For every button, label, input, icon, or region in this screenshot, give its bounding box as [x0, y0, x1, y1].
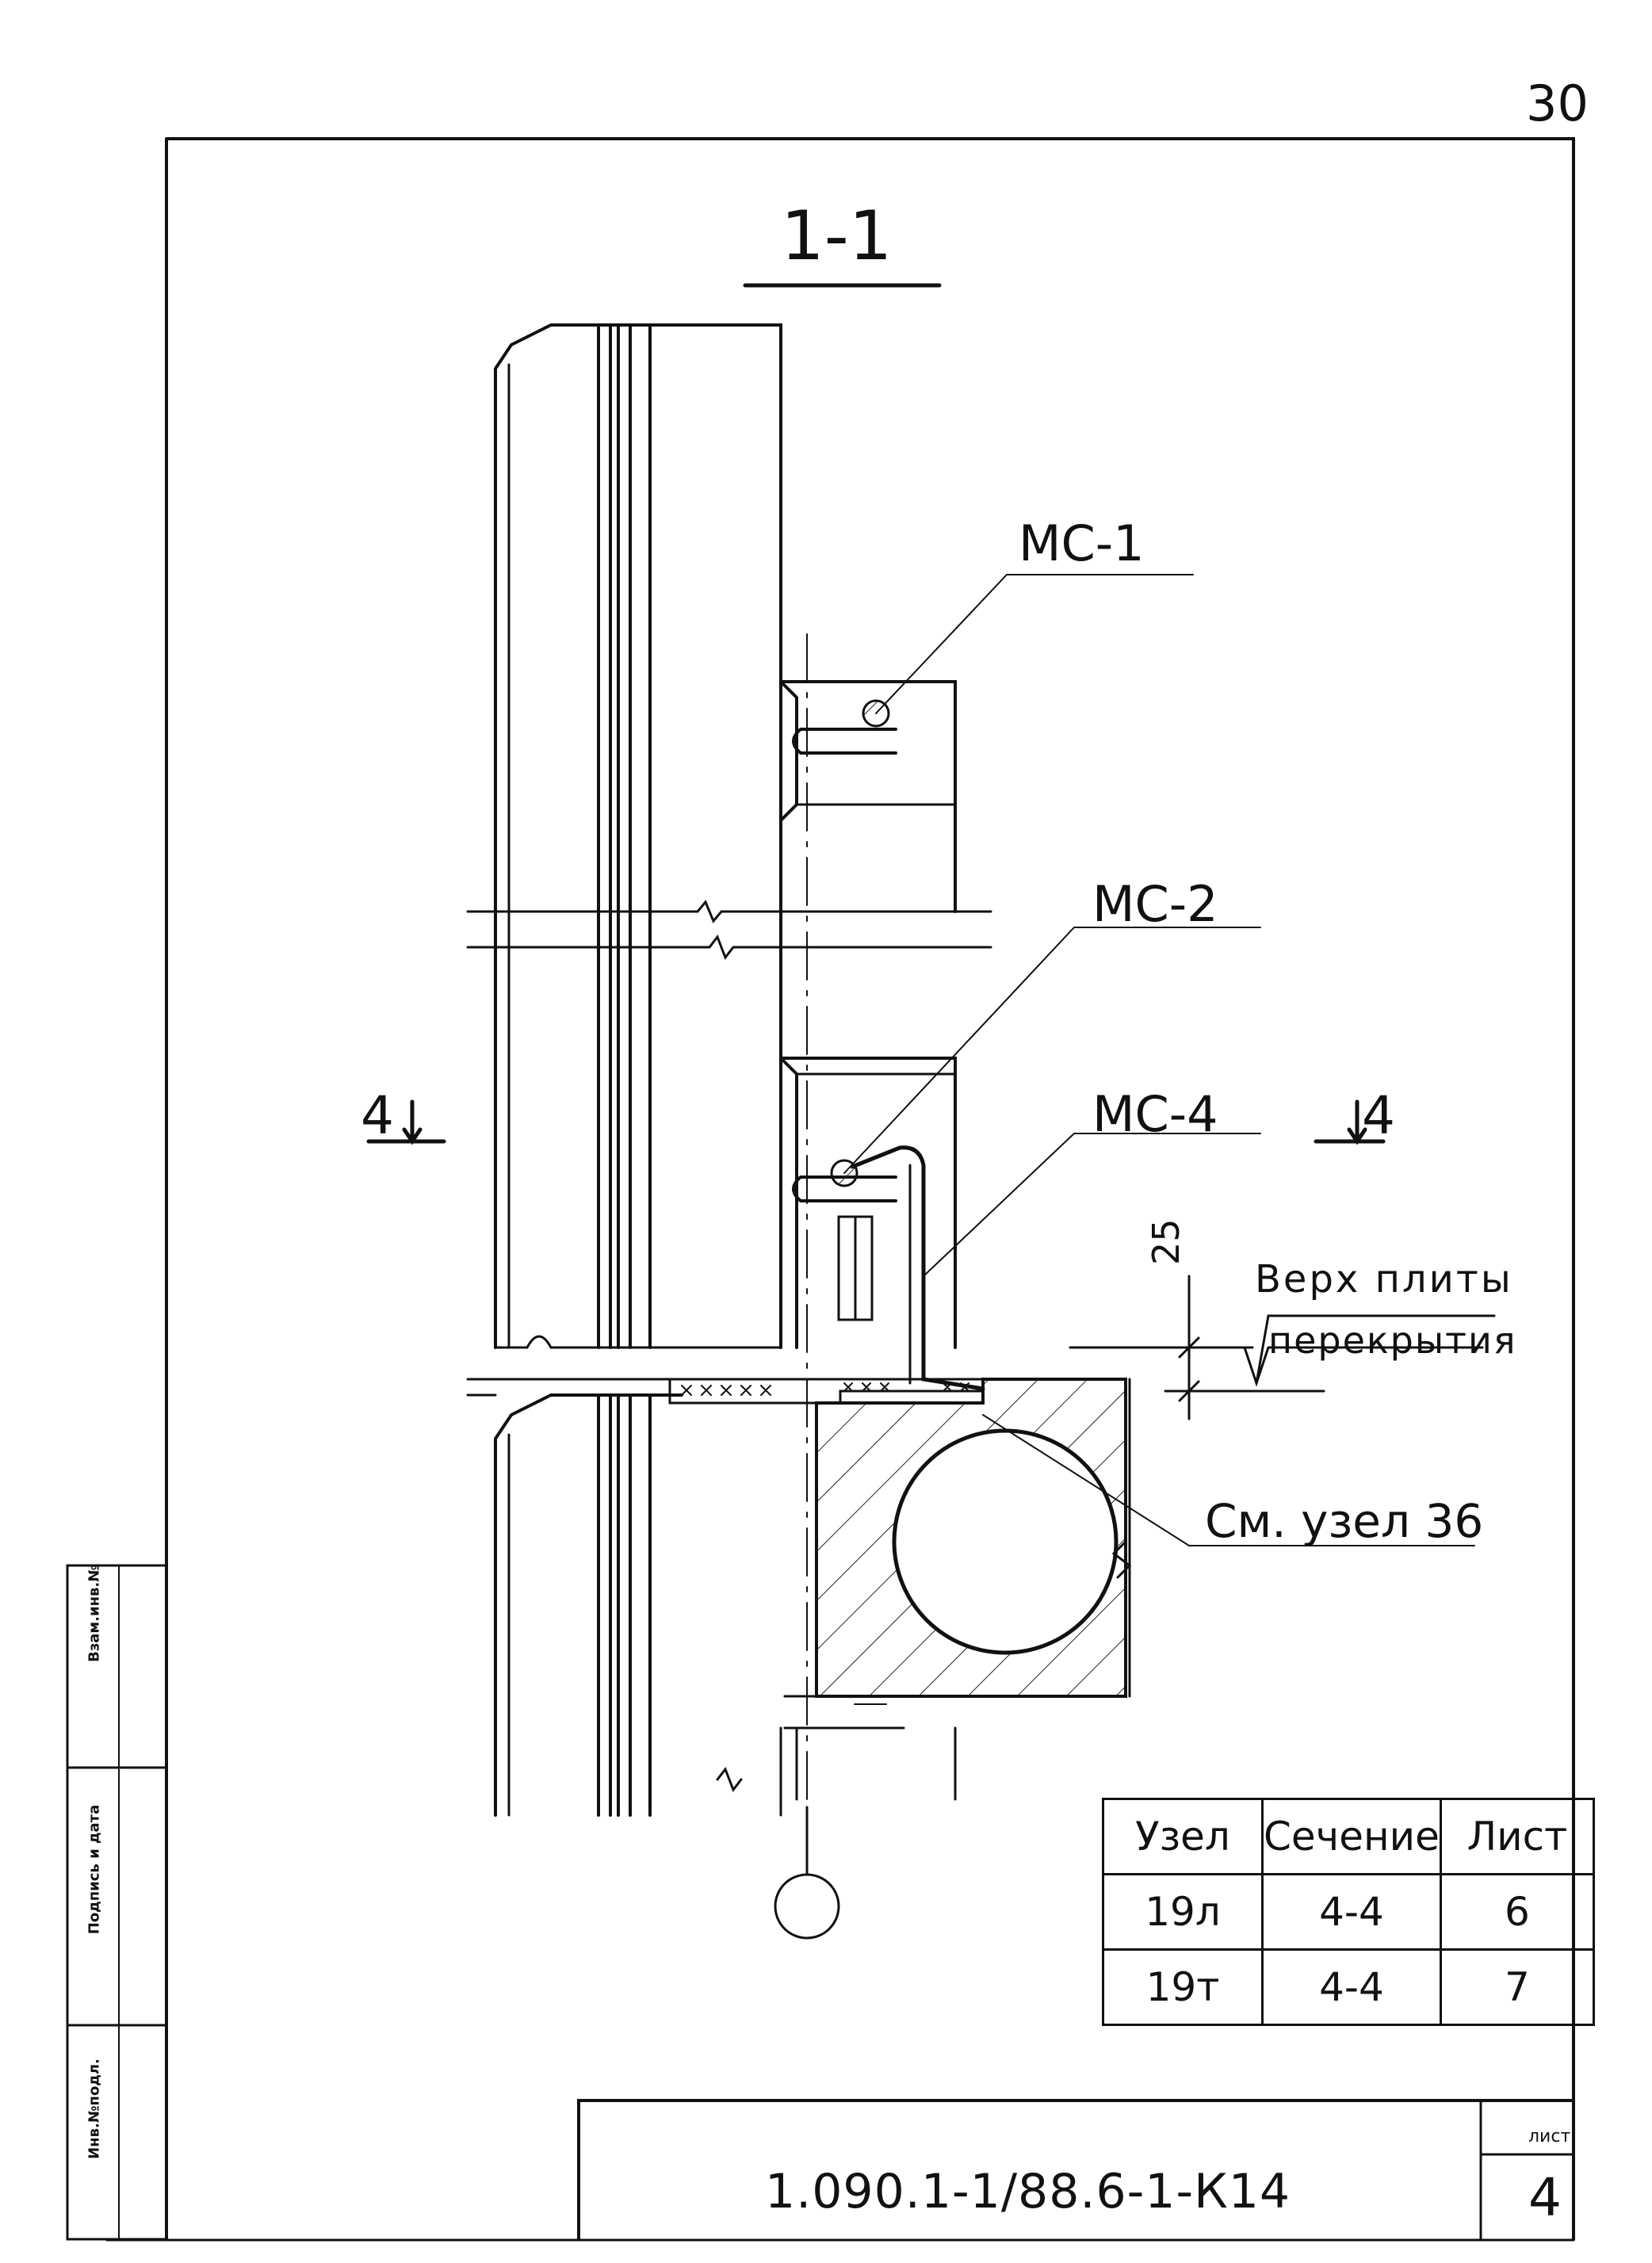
embedded-plate-lower [779, 1057, 985, 1391]
title-block-frame [577, 2099, 1575, 2241]
stamp-signature-date: Подпись и дата [86, 1804, 103, 1935]
lower-column [494, 1393, 683, 1817]
table-cell: 19л [1102, 1873, 1264, 1951]
document-code: 1.090.1-1/88.6-1-К14 [765, 2164, 1291, 2219]
embedded-plate-upper [779, 680, 957, 913]
header-node: Узел [1102, 1798, 1264, 1875]
table-cell: 4-4 [1261, 1873, 1442, 1951]
upper-column [494, 323, 782, 1349]
note-slab-top-line2: перекрытия [1268, 1319, 1517, 1362]
dimension-label: 25 [1145, 1218, 1187, 1265]
table-row: 19л 4-4 6 [1102, 1873, 1595, 1951]
dimension-25 [1069, 1275, 1496, 1420]
floor-slab [783, 1378, 1132, 1730]
cut-marks [366, 1099, 1386, 1145]
cut-mark-left-label: 4 [361, 1085, 394, 1146]
header-section: Сечение [1261, 1798, 1442, 1875]
note-slab-top-line1: Верх плиты [1255, 1257, 1513, 1302]
label-ms2: МС-2 [1092, 875, 1218, 933]
label-ms1: МС-1 [1019, 514, 1145, 572]
see-node-label: См. узел 36 [1205, 1494, 1484, 1548]
stamp-original-inv: Инв.№подл. [86, 2058, 103, 2159]
slab-void [892, 1428, 1119, 1655]
side-stamp-box [66, 1564, 168, 2241]
table-cell: 6 [1439, 1873, 1595, 1951]
stamp-replaced-inv: Взам.инв.№ [86, 1565, 103, 1662]
label-ms4: МС-4 [1092, 1085, 1218, 1143]
gasket-crosses [681, 1382, 969, 1396]
level-mark [1243, 1314, 1496, 1387]
table-cell: 19т [1102, 1948, 1264, 2026]
leader-lines [843, 574, 1475, 1546]
cut-mark-right-label: 4 [1362, 1085, 1395, 1146]
table-cell: 4-4 [1261, 1948, 1442, 2026]
page-number: 30 [1526, 75, 1589, 132]
reference-table-header: Узел Сечение Лист [1102, 1798, 1595, 1875]
table-cell: 7 [1439, 1948, 1595, 2026]
anchor-bar-ms4 [850, 1145, 985, 1391]
table-row: 19т 4-4 7 [1102, 1948, 1595, 2026]
sheet-caption: лист [1528, 2127, 1571, 2146]
sheet-number: 4 [1528, 2167, 1562, 2228]
reference-table: Узел Сечение Лист 19л 4-4 6 19т 4-4 7 [1102, 1798, 1595, 2026]
header-sheet: Лист [1439, 1798, 1595, 1875]
axis-marker [774, 1873, 840, 1940]
section-title: 1-1 [781, 197, 893, 276]
